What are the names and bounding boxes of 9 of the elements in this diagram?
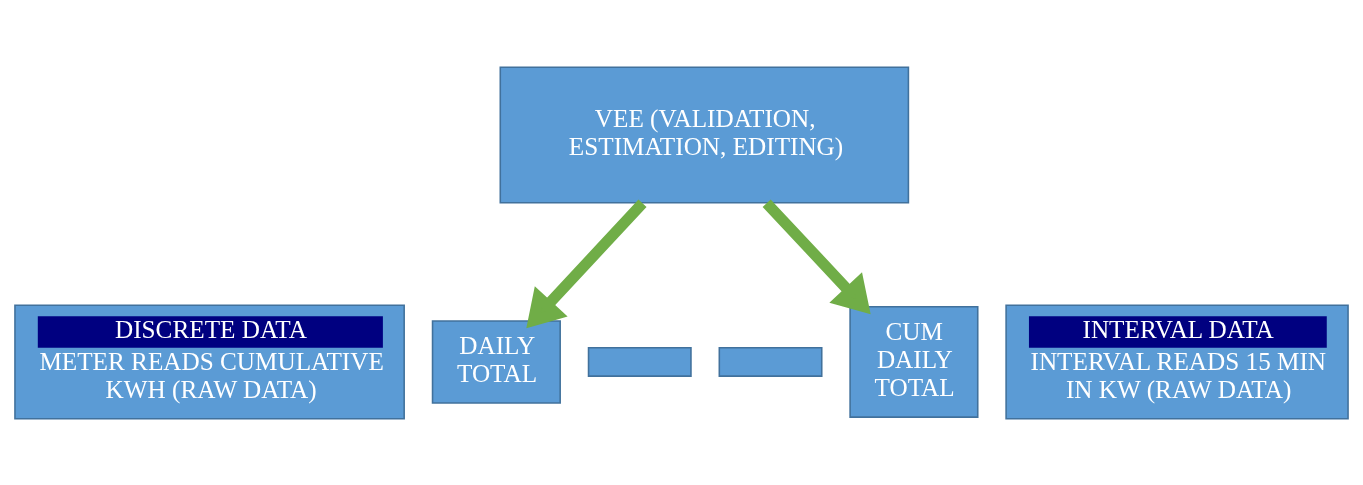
node-bar — [587, 346, 692, 377]
arrow — [762, 198, 871, 314]
node-bar — [718, 346, 823, 377]
node-box: INTERVAL DATA INTERVAL READS 15 MIN IN KW (RAW DATA) — [1005, 303, 1349, 419]
arrow — [526, 198, 647, 328]
node-box: CUM DAILY TOTAL — [849, 305, 979, 418]
node-box: DISCRETE DATA METER READS CUMULATIVE KWH (RAW DATA) — [14, 303, 405, 419]
node-box: VEE (VALIDATION, ESTIMATION, EDITING) — [499, 66, 910, 204]
node-box: DAILY TOTAL — [431, 319, 561, 404]
